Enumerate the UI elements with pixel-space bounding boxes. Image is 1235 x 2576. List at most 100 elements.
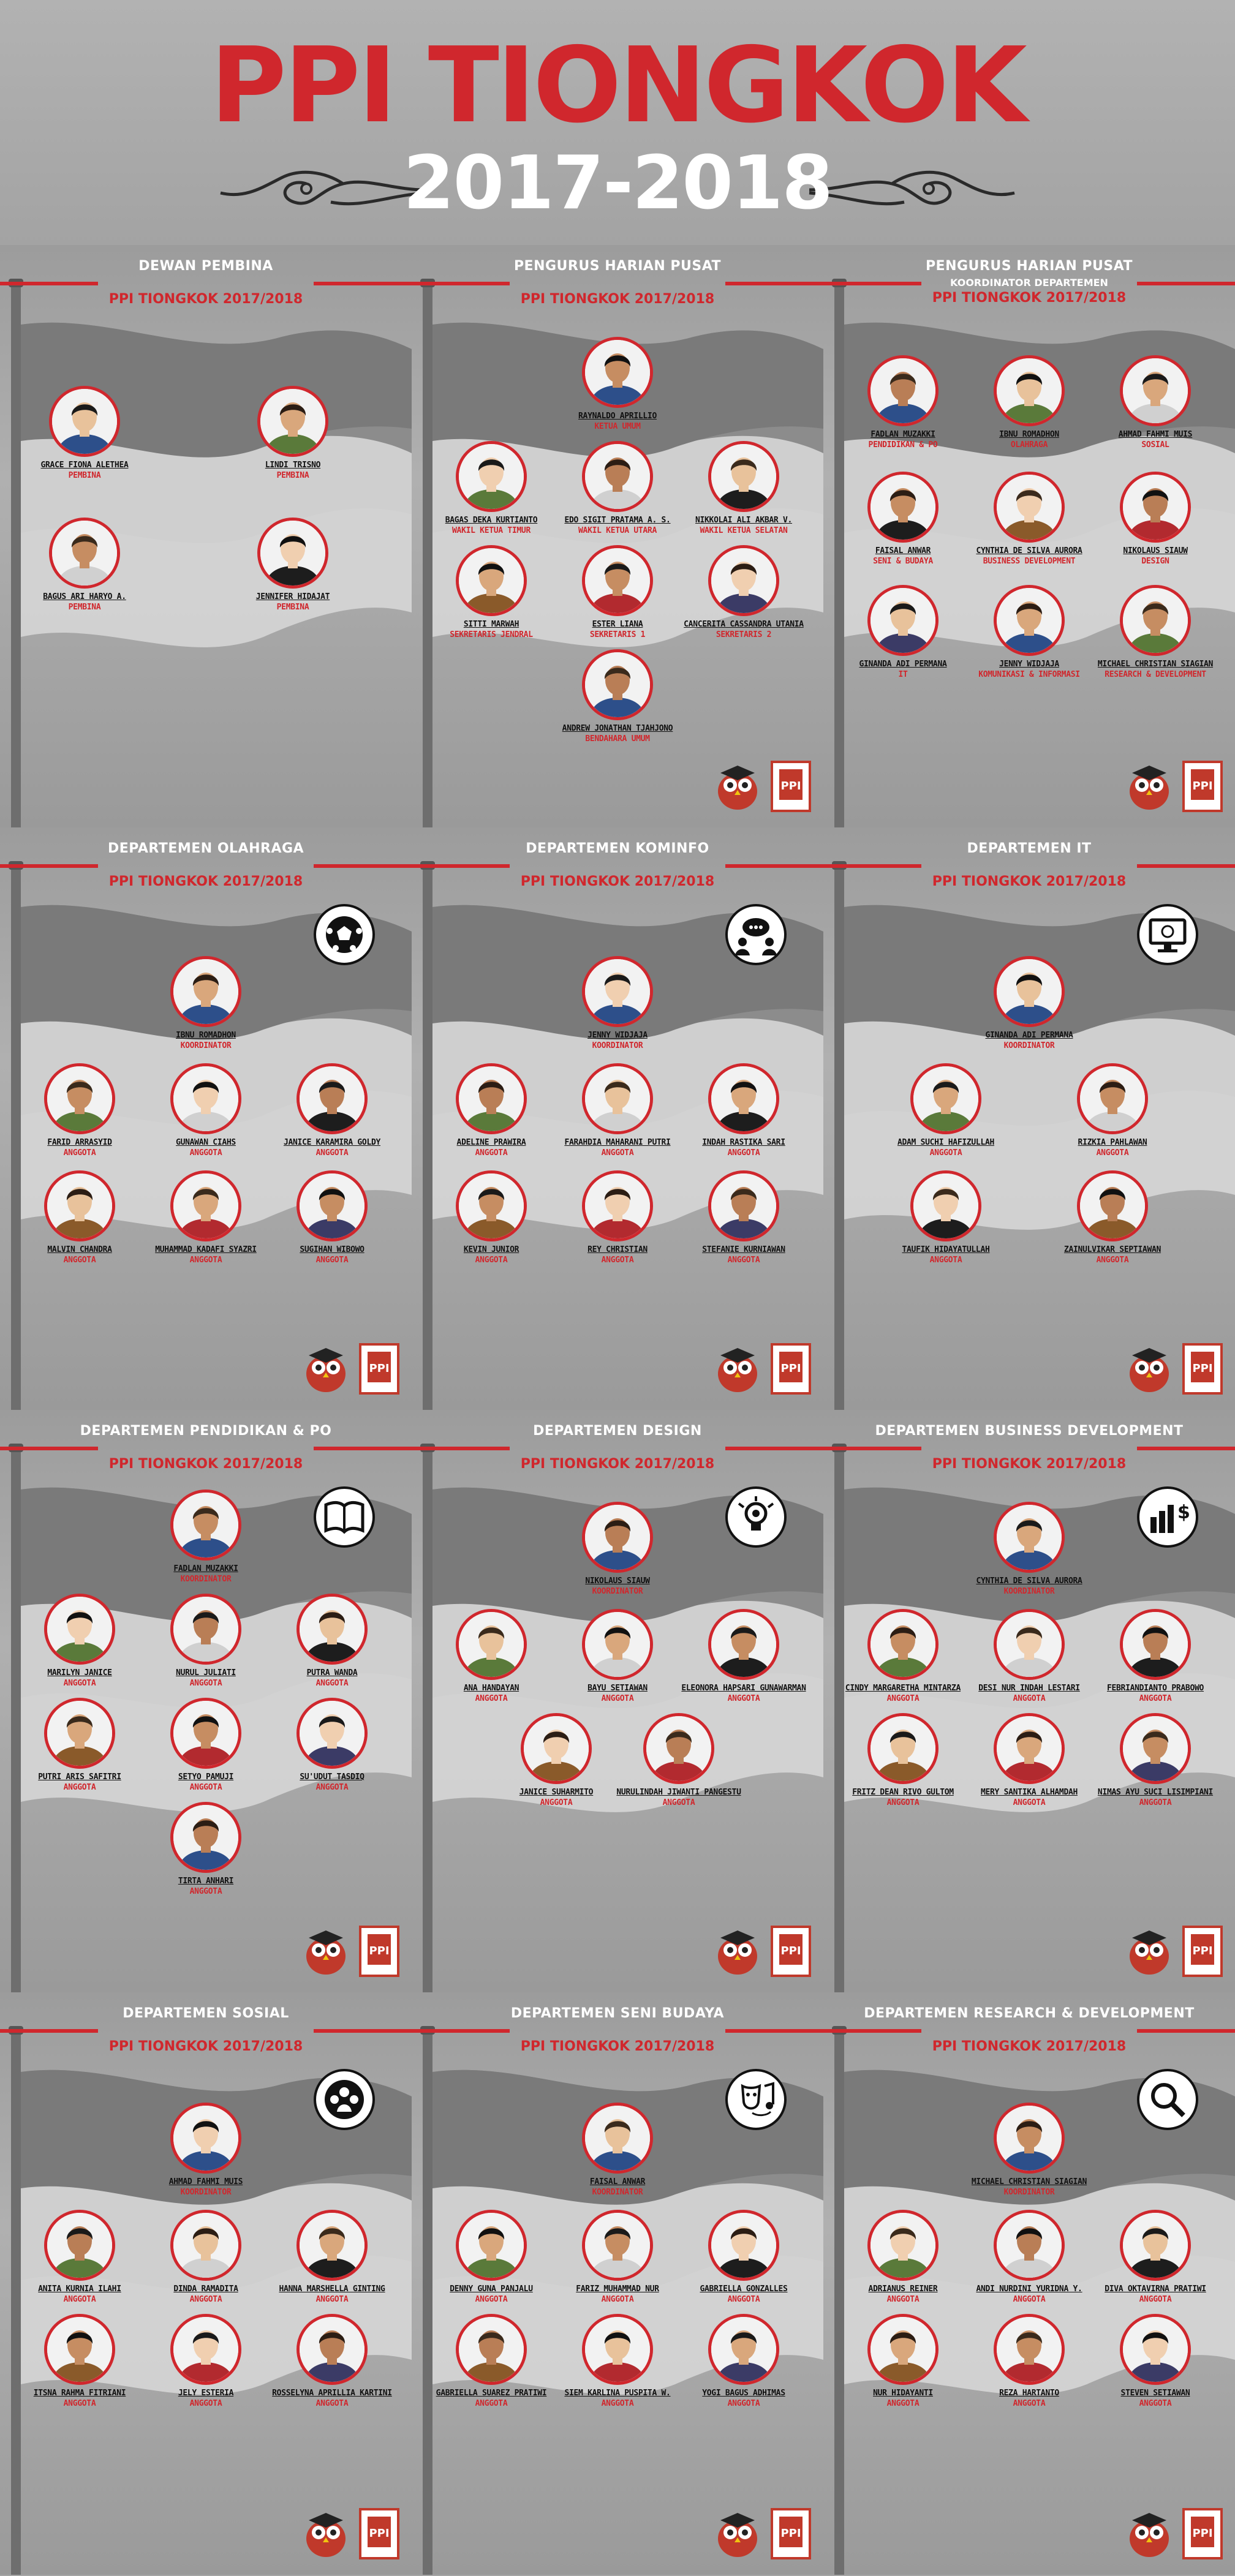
member-role: IT bbox=[898, 670, 908, 679]
member-role: PEMBINA bbox=[68, 603, 101, 612]
avatar bbox=[1120, 585, 1191, 656]
member-name: IBNU ROMADHON bbox=[176, 1031, 236, 1040]
member-name: GABRIELLA GONZALLES bbox=[700, 2284, 788, 2294]
member-name: ESTER LIANA bbox=[592, 620, 643, 629]
avatar bbox=[257, 386, 328, 457]
title-rule-right bbox=[1137, 1447, 1235, 1450]
member-role: ANGGOTA bbox=[63, 1148, 96, 1158]
member-role: SEKRETARIS 2 bbox=[716, 630, 772, 639]
member-name: MARILYN JANICE bbox=[47, 1668, 112, 1678]
avatar bbox=[867, 355, 939, 426]
member-card: NIKKOLAI ALI AKBAR V.WAKIL KETUA SELATAN bbox=[676, 441, 811, 535]
member-role: ANGGOTA bbox=[189, 2399, 222, 2408]
avatar bbox=[296, 1170, 368, 1241]
svg-text:PPI: PPI bbox=[1192, 1945, 1212, 1957]
avatar bbox=[994, 2103, 1065, 2174]
avatar bbox=[296, 2210, 368, 2281]
member-role: KOORDINATOR bbox=[592, 1041, 643, 1050]
avatar bbox=[994, 472, 1065, 543]
member-role: ANGGOTA bbox=[601, 1148, 634, 1158]
avatar bbox=[170, 1489, 241, 1561]
member-role: ANGGOTA bbox=[63, 2399, 96, 2408]
avatar bbox=[582, 956, 653, 1027]
avatar bbox=[708, 1063, 779, 1134]
member-role: ANGGOTA bbox=[886, 2295, 920, 2304]
member-name: NURULINDAH JIWANTI PANGESTU bbox=[616, 1788, 741, 1797]
panel-subtitle: PPI TIONGKOK 2017/2018 bbox=[520, 1456, 715, 1472]
member-role: ANGGOTA bbox=[1013, 2399, 1046, 2408]
member-role: ANGGOTA bbox=[189, 1783, 222, 1792]
avatar bbox=[296, 1063, 368, 1134]
member-role: ANGGOTA bbox=[63, 1256, 96, 1265]
member-role: SEKRETARIS 1 bbox=[589, 630, 646, 639]
member-role: ANGGOTA bbox=[315, 1148, 349, 1158]
avatar bbox=[994, 585, 1065, 656]
avatar bbox=[456, 2314, 527, 2385]
member-name: REY CHRISTIAN bbox=[587, 1245, 648, 1254]
panel-subtitle: PPI TIONGKOK 2017/2018 bbox=[108, 874, 303, 889]
avatar bbox=[1120, 355, 1191, 426]
avatar bbox=[44, 2314, 115, 2385]
avatar bbox=[456, 1170, 527, 1241]
member-role: KOORDINATOR bbox=[592, 1587, 643, 1596]
panel-title: PENGURUS HARIAN PUSAT bbox=[513, 258, 722, 274]
avatar bbox=[582, 2210, 653, 2281]
member-name: ANA HANDAYAN bbox=[463, 1684, 519, 1693]
svg-text:PPI: PPI bbox=[780, 780, 801, 793]
member-role: ANGGOTA bbox=[1139, 1694, 1172, 1703]
member-name: GABRIELLA SUAREZ PRATIWI bbox=[436, 2389, 547, 2398]
owl-and-ppi-logo-icon: PPI bbox=[1120, 756, 1224, 814]
member-role: PEMBINA bbox=[68, 471, 101, 480]
member-role: ANGGOTA bbox=[929, 1256, 962, 1265]
member-role: OLAHRAGA bbox=[1010, 440, 1048, 450]
member-name: FAISAL ANWAR bbox=[875, 546, 931, 555]
avatar bbox=[296, 1698, 368, 1769]
svg-text:PPI: PPI bbox=[1192, 2527, 1212, 2540]
member-role: ANGGOTA bbox=[1013, 2295, 1046, 2304]
member-role: ANGGOTA bbox=[727, 2399, 760, 2408]
member-name: DINDA RAMADITA bbox=[173, 2284, 238, 2294]
avatar bbox=[257, 518, 328, 589]
avatar bbox=[170, 1698, 241, 1769]
avatar bbox=[456, 441, 527, 512]
book-icon bbox=[314, 1486, 375, 1548]
member-role: ANGGOTA bbox=[189, 1679, 222, 1688]
member-name: DIVA OKTAVIRNA PRATIWI bbox=[1105, 2284, 1206, 2294]
member-name: RAYNALDO APRILLIO bbox=[578, 412, 657, 421]
member-card: SIEM KARLINA PUSPITA W.ANGGOTA bbox=[550, 2314, 685, 2408]
owl-and-ppi-logo-icon: PPI bbox=[708, 1921, 812, 1979]
member-role: ANGGOTA bbox=[315, 1783, 349, 1792]
member-name: ADRIANUS REINER bbox=[868, 2284, 938, 2294]
avatar bbox=[170, 956, 241, 1027]
member-name: FARID ARRASYID bbox=[47, 1138, 112, 1147]
avatar bbox=[456, 1063, 527, 1134]
mask-music-icon bbox=[725, 2069, 787, 2130]
member-role: ANGGOTA bbox=[727, 1148, 760, 1158]
avatar bbox=[582, 441, 653, 512]
